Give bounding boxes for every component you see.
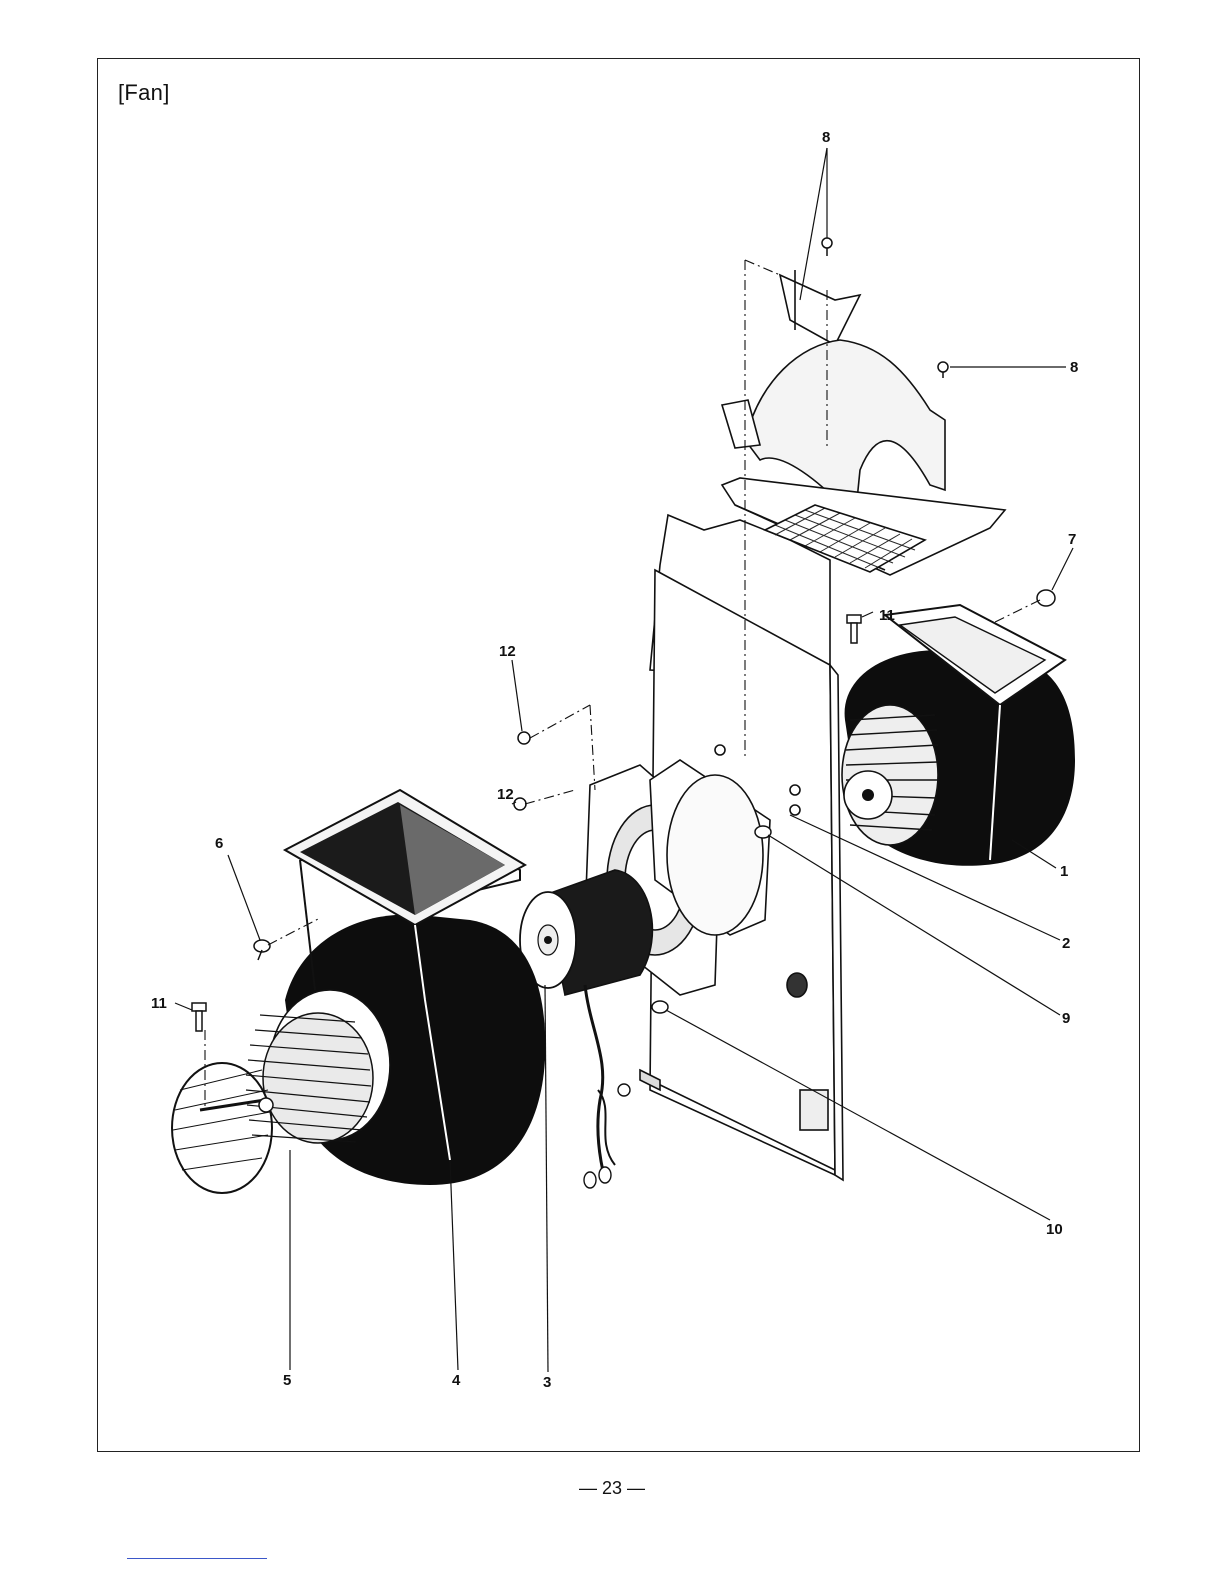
callout-4: 4 [452,1372,461,1389]
callout-1: 1 [1060,863,1068,880]
top-bracket [780,270,860,345]
callout-11-left: 11 [151,995,167,1012]
callout-12-top: 12 [499,643,516,660]
callout-2: 2 [1062,935,1070,952]
footer-rule [127,1558,267,1559]
callout-8-right: 8 [1070,359,1078,376]
callout-12-lower: 12 [497,786,514,803]
callout-11-right: 11 [879,607,895,624]
callout-7: 7 [1068,531,1076,548]
left-fan-wheel [172,1013,373,1193]
callout-10: 10 [1046,1221,1063,1238]
callout-6: 6 [215,835,223,852]
callout-9: 9 [1062,1010,1070,1027]
page-number: — 23 — [0,1478,1224,1499]
callout-8-top: 8 [822,129,830,146]
callout-5: 5 [283,1372,291,1389]
right-blower-housing [842,605,1075,866]
callout-3: 3 [543,1374,551,1391]
